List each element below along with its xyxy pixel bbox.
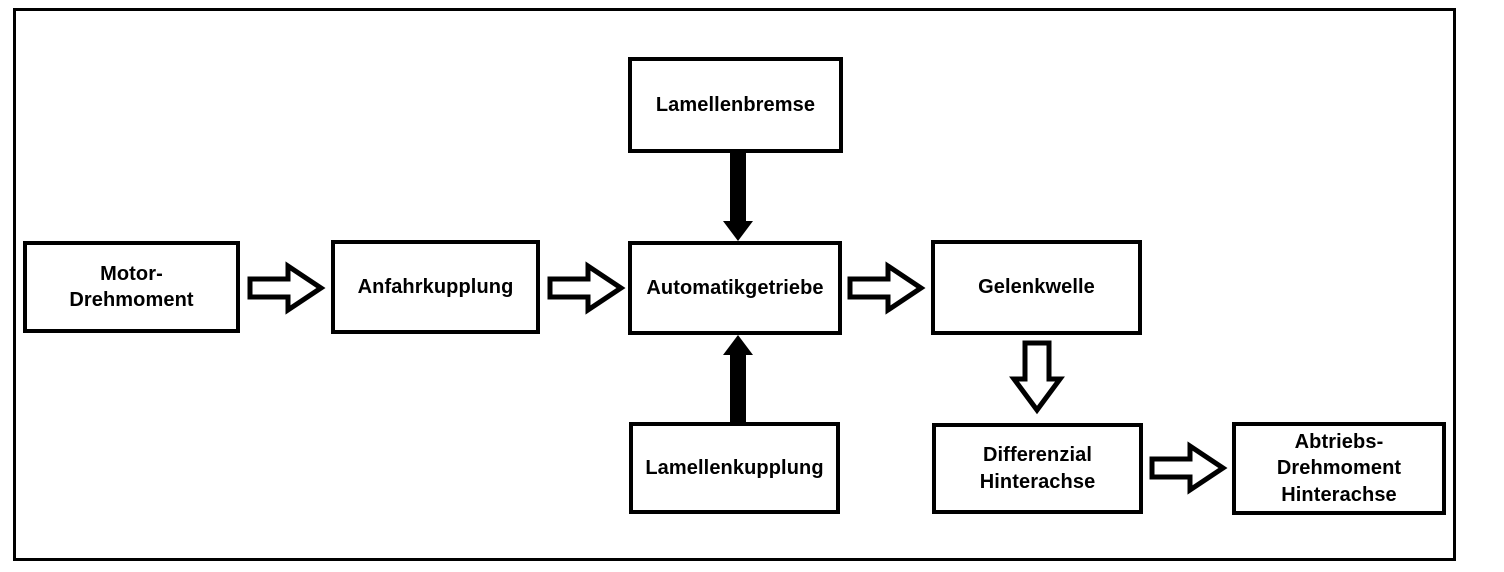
node-abtriebs-drehmoment-hinterachse: Abtriebs- Drehmoment Hinterachse <box>1232 422 1446 515</box>
solid-up-arrow-lamellenkupplung-to-automatikgetriebe-icon <box>723 335 753 422</box>
node-automatikgetriebe-label: Automatikgetriebe <box>646 276 824 299</box>
node-lamellenkupplung: Lamellenkupplung <box>629 422 840 514</box>
hollow-down-arrow-gelenkwelle-to-differenzial-icon <box>1009 340 1065 415</box>
hollow-right-arrow-anfahrkupplung-to-automatikgetriebe-icon <box>547 261 626 315</box>
node-differenzial-hinterachse: Differenzial Hinterachse <box>932 423 1143 514</box>
hollow-right-arrow-differenzial-to-abtrieb-icon <box>1149 441 1228 495</box>
node-lamellenkupplung-label: Lamellenkupplung <box>645 456 824 479</box>
node-automatikgetriebe: Automatikgetriebe <box>628 241 842 335</box>
hollow-right-arrow-automatikgetriebe-to-gelenkwelle-icon <box>847 261 926 315</box>
node-differenzial-hinterachse-label: Differenzial Hinterachse <box>979 444 1096 493</box>
node-anfahrkupplung-label: Anfahrkupplung <box>357 275 514 298</box>
solid-down-arrow-lamellenbremse-to-automatikgetriebe-icon <box>723 153 753 241</box>
node-lamellenbremse: Lamellenbremse <box>628 57 843 153</box>
node-motor-drehmoment-label: Motor- Drehmoment <box>69 262 194 311</box>
node-gelenkwelle-label: Gelenkwelle <box>978 276 1095 299</box>
hollow-right-arrow-motor-to-anfahrkupplung-icon <box>247 261 326 315</box>
node-lamellenbremse-label: Lamellenbremse <box>655 93 816 116</box>
node-anfahrkupplung: Anfahrkupplung <box>331 240 540 334</box>
node-motor-drehmoment: Motor- Drehmoment <box>23 241 240 333</box>
node-gelenkwelle: Gelenkwelle <box>931 240 1142 335</box>
node-abtriebs-drehmoment-hinterachse-label: Abtriebs- Drehmoment Hinterachse <box>1276 430 1402 506</box>
